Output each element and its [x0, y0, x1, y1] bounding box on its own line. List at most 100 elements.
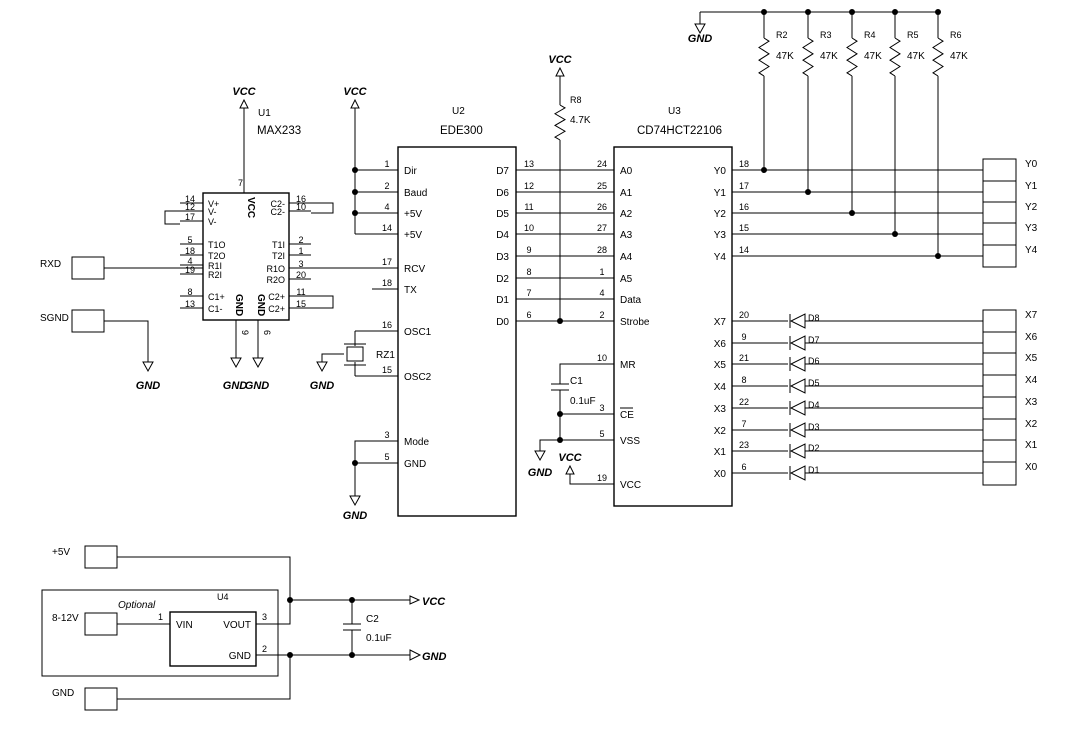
ground-symbol: [252, 357, 264, 369]
u2-pin-name: OSC1: [404, 327, 432, 338]
u1-pin-num: 12: [185, 202, 195, 212]
u1-pin-num: 14: [185, 194, 195, 204]
u3-pin-num: 8: [741, 375, 746, 385]
x-output-label: X6: [1025, 332, 1038, 343]
u1-pin-name: C1-: [208, 304, 223, 314]
u3-pin-name: Y2: [714, 209, 727, 220]
u1-ref: U1: [258, 108, 271, 119]
diode-D4: [789, 400, 806, 416]
u2-pin-num: 7: [526, 288, 531, 298]
y-output-label: Y3: [1025, 223, 1038, 234]
junction-dot: [352, 210, 358, 216]
diode-ref: D2: [808, 443, 820, 453]
u2-pin-name: Baud: [404, 188, 427, 199]
gnd-label: GND: [223, 380, 248, 392]
u2-pin-num: 15: [382, 365, 392, 375]
u3-pin-name: VSS: [620, 436, 640, 447]
vcc-label: VCC: [548, 54, 572, 66]
u3-pin-num: 23: [739, 440, 749, 450]
optional-frame: [41, 589, 279, 677]
u2-ref: U2: [452, 106, 465, 117]
u2-pin-name: D5: [496, 209, 509, 220]
x-output-label: X0: [1025, 462, 1038, 473]
ground-symbol: [230, 357, 242, 369]
vcc-label: VCC: [232, 86, 256, 98]
u1-pin-name: V-: [208, 207, 217, 217]
u3-pin-num: 24: [597, 159, 607, 169]
u1-c2-link: [311, 202, 334, 214]
u2-pin-num: 13: [524, 159, 534, 169]
u3-pin-name: A5: [620, 274, 633, 285]
r8-resistor: [554, 104, 566, 141]
u4-gnd: GND: [229, 651, 251, 662]
u1-pin-num: 18: [185, 246, 195, 256]
u1-pin-name: T2O: [208, 251, 226, 261]
gnd-label: GND: [688, 33, 713, 45]
u2-pin-name: Dir: [404, 166, 417, 177]
u3-pin-name: X3: [714, 404, 727, 415]
sgnd-wire: [104, 320, 149, 362]
mode-gnd-wire: [354, 440, 372, 496]
u3-pin-name: MR: [620, 360, 636, 371]
u2-pin-num: 6: [526, 310, 531, 320]
u2-pin-num: 18: [382, 278, 392, 288]
vss-wire: [539, 439, 590, 451]
u1-pin-name: R2O: [266, 275, 285, 285]
x-output-label: X3: [1025, 397, 1038, 408]
u1-pin-name: C2+: [268, 304, 285, 314]
u1-gnd-text: GND: [255, 294, 266, 316]
pullup-value: 47K: [776, 51, 794, 62]
gnd-conn-label: GND: [52, 688, 74, 699]
u3-pin-num: 16: [739, 202, 749, 212]
junction-dot: [557, 318, 563, 324]
u1-pin-num: 1: [298, 246, 303, 256]
diode-ref: D5: [808, 378, 820, 388]
vout-wire: [256, 600, 291, 625]
sgnd-connector: [71, 309, 105, 333]
u2-pin-name: D3: [496, 252, 509, 263]
u1-vcc-pin: 7: [238, 178, 243, 188]
diode-ref: D3: [808, 422, 820, 432]
u2-pin-name: OSC2: [404, 372, 432, 383]
junction-dot: [805, 9, 811, 15]
u1-pin-name: C2+: [268, 292, 285, 302]
u3-pin-name: CE: [620, 410, 634, 421]
u3-pin-num: 20: [739, 310, 749, 320]
junction-dot: [935, 9, 941, 15]
diode-D2: [789, 443, 806, 459]
diode-D6: [789, 356, 806, 372]
c1-ref: C1: [570, 376, 583, 387]
p5v-label: +5V: [52, 547, 70, 558]
pullup-value: 47K: [907, 51, 925, 62]
u1-pin-name: C1+: [208, 292, 225, 302]
diode-ref: D8: [808, 313, 820, 323]
u1-c2p-link: [311, 295, 334, 309]
u4-pin: 1: [158, 612, 163, 622]
pullup-resistor-R2: [758, 37, 770, 77]
u4-pin: 3: [262, 612, 267, 622]
diode-D5: [789, 378, 806, 394]
u3-pin-num: 5: [599, 429, 604, 439]
u1-pin-num: 11: [296, 287, 305, 297]
u1-pin-name: R1I: [208, 261, 222, 271]
gnd-label: GND: [245, 380, 270, 392]
rz1-ref: RZ1: [376, 350, 395, 361]
u2-pin-num: 8: [526, 267, 531, 277]
u3-pin-name: Y4: [714, 252, 727, 263]
junction-dot: [352, 460, 358, 466]
u3-pin-name: Y3: [714, 230, 727, 241]
u3-pin-num: 26: [597, 202, 607, 212]
r8-value: 4.7K: [570, 115, 591, 126]
u2-pin-num: 11: [524, 202, 533, 212]
vcc-arrow: [555, 66, 565, 77]
x-output-label: X4: [1025, 375, 1038, 386]
u3-pin-name: A0: [620, 166, 633, 177]
u3-pin-num: 3: [599, 403, 604, 413]
diode-ref: D6: [808, 356, 820, 366]
u3-pin-num: 19: [597, 473, 607, 483]
u2-pin-num: 5: [384, 452, 389, 462]
u3-pin-name: Data: [620, 295, 642, 306]
junction-dot: [849, 9, 855, 15]
u3-pin-name: X4: [714, 382, 727, 393]
p5v-connector: [84, 545, 118, 569]
